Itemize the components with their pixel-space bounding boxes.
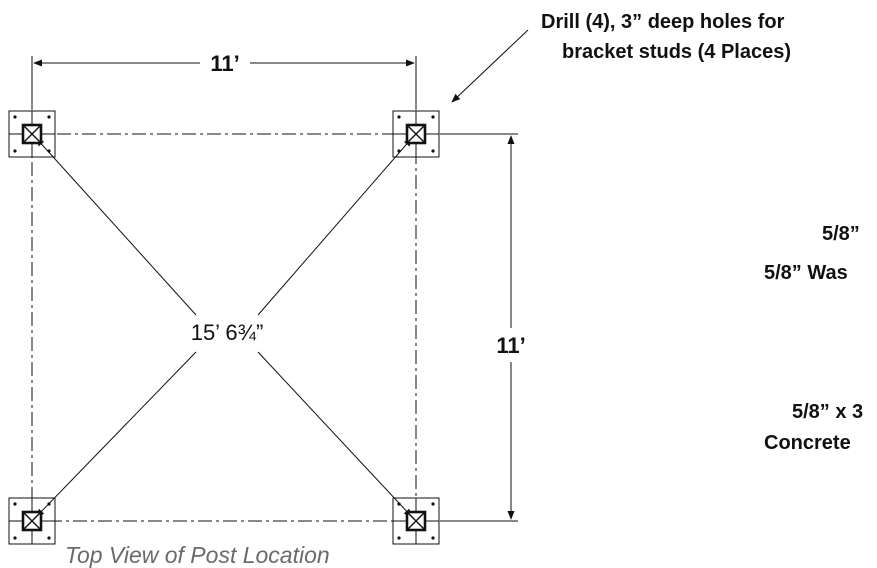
callout-line-2: bracket studs (4 Places): [562, 41, 791, 63]
dim-diagonal-label: 15’ 6¾”: [191, 320, 264, 345]
anchor-label-line-1: 5/8” x 3: [792, 401, 863, 423]
diagonal-line-3: [35, 351, 197, 518]
post-bracket-icon: [7, 109, 57, 159]
dim-top-width-label: 11’: [210, 51, 239, 76]
washer-label: 5/8” Was: [764, 262, 848, 284]
nut-label: 5/8”: [822, 223, 860, 245]
post-bracket-icon: [391, 496, 441, 546]
diagram-caption: Top View of Post Location: [65, 542, 330, 568]
post-bracket-icon: [7, 496, 57, 546]
post-bracket-icon: [391, 109, 441, 159]
diagonal-line-4: [257, 351, 413, 518]
post-layout-outline: [31, 133, 417, 522]
callout-line-1: Drill (4), 3” deep holes for: [541, 11, 785, 33]
callout-leader: [451, 29, 529, 103]
anchor-label-line-2: Concrete: [764, 432, 851, 454]
diagonal-line-2: [257, 137, 413, 316]
dim-right-height-label: 11’: [496, 333, 525, 358]
diagonal-line-1: [35, 137, 197, 316]
